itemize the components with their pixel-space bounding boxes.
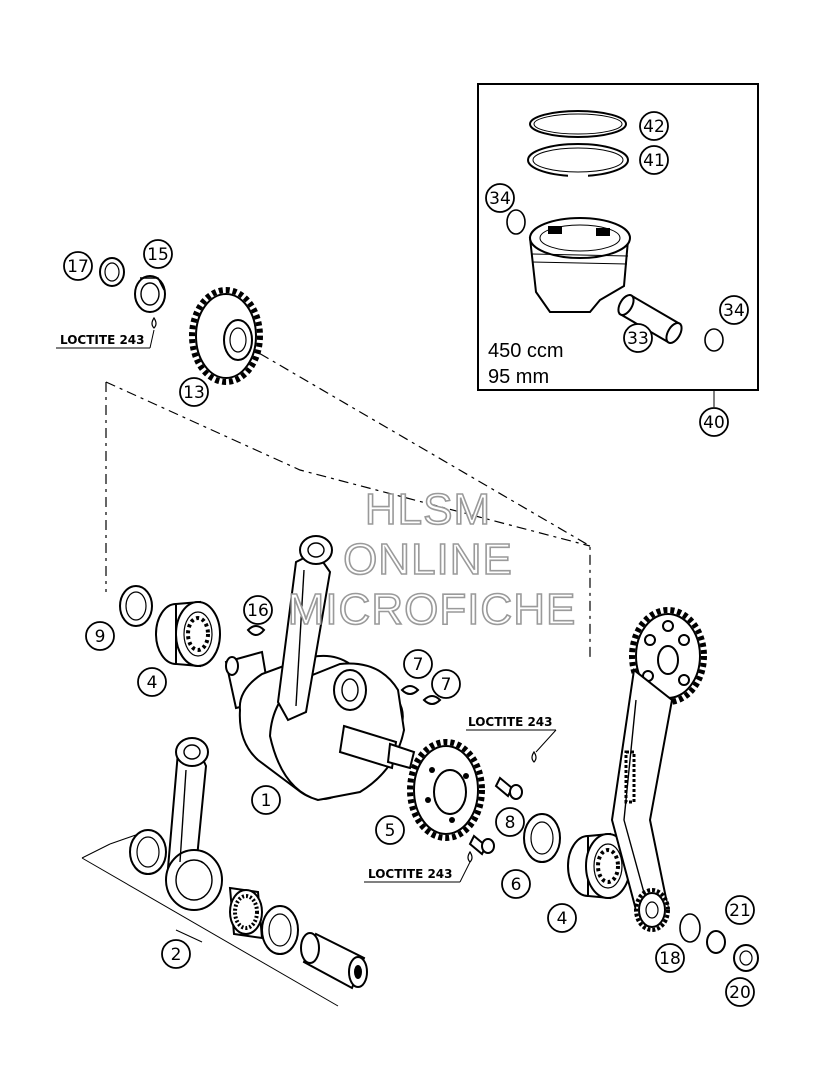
svg-text:33: 33 <box>627 329 649 349</box>
washer-21 <box>706 930 726 954</box>
callout-42: 42 <box>639 111 669 141</box>
piston-pin <box>617 294 683 344</box>
woodruff-key-7b <box>422 695 442 705</box>
svg-text:17: 17 <box>67 257 89 277</box>
piston-ring-42 <box>529 110 627 138</box>
svg-text:9: 9 <box>95 627 106 647</box>
callout-1: 1 <box>251 785 281 815</box>
callout-7-a: 7 <box>403 649 433 679</box>
thrust-washer-right <box>261 905 299 955</box>
svg-text:7: 7 <box>413 655 424 675</box>
woodruff-key-16 <box>246 625 266 636</box>
loctite-drop-right <box>531 750 537 763</box>
svg-text:1: 1 <box>261 791 272 811</box>
svg-text:41: 41 <box>643 151 665 171</box>
piston-kit-box: 450 ccm 95 mm <box>477 83 759 407</box>
watermark-line-3: MICROFICHE <box>288 585 577 634</box>
callout-40: 40 <box>699 407 729 437</box>
conrod-kit-outline <box>81 829 339 1007</box>
callout-5: 5 <box>375 815 405 845</box>
callout-13: 13 <box>179 377 209 407</box>
assembly-guide-lines <box>105 341 591 660</box>
watermark: HLSM ONLINE MICROFICHE <box>287 484 577 635</box>
crankshaft <box>224 535 416 802</box>
callout-34-right: 34 <box>719 295 749 325</box>
nut-20 <box>733 944 759 972</box>
shaft-seal-17 <box>99 257 125 287</box>
callout-2: 2 <box>161 939 191 969</box>
callout-34-left: 34 <box>485 183 515 213</box>
shim-9 <box>119 585 153 627</box>
watermark-line-1: HLSM <box>365 485 491 534</box>
callout-15: 15 <box>143 239 173 269</box>
svg-text:6: 6 <box>511 875 522 895</box>
svg-text:4: 4 <box>147 673 158 693</box>
thrust-washer-left <box>129 829 167 875</box>
svg-text:16: 16 <box>247 601 269 621</box>
crank-pin <box>300 932 368 990</box>
callout-21: 21 <box>725 895 755 925</box>
needle-bearing <box>228 886 264 940</box>
piston-ring-41 <box>527 143 629 177</box>
callout-16: 16 <box>243 595 273 625</box>
svg-text:8: 8 <box>505 813 516 833</box>
svg-text:15: 15 <box>147 245 169 265</box>
bore-spec: 95 mm <box>488 366 549 388</box>
connecting-rod <box>165 737 223 911</box>
callout-17: 17 <box>63 251 93 281</box>
svg-text:7: 7 <box>441 675 452 695</box>
circlip-left <box>506 209 526 235</box>
gear-13 <box>189 287 263 385</box>
svg-text:42: 42 <box>643 117 665 137</box>
callout-18: 18 <box>655 943 685 973</box>
crank-sprocket <box>634 888 670 932</box>
circlip-right <box>704 328 724 352</box>
svg-text:2: 2 <box>171 945 182 965</box>
callout-6: 6 <box>501 869 531 899</box>
callout-8: 8 <box>495 807 525 837</box>
svg-text:13: 13 <box>183 383 205 403</box>
shim-6 <box>523 813 561 863</box>
loctite-label-top-left: LOCTITE 243 <box>60 333 145 347</box>
displacement-spec: 450 ccm <box>488 340 564 362</box>
callout-4-right: 4 <box>547 903 577 933</box>
bearing-4-left <box>155 600 221 668</box>
callout-41: 41 <box>639 145 669 175</box>
nut-15 <box>134 275 166 313</box>
svg-text:34: 34 <box>723 301 745 321</box>
circlip-18 <box>679 913 701 943</box>
callout-9: 9 <box>85 621 115 651</box>
callouts: 42 41 34 34 33 40 17 15 13 16 9 4 7 7 1 … <box>63 111 755 1007</box>
svg-text:40: 40 <box>703 413 725 433</box>
svg-text:5: 5 <box>385 821 396 841</box>
callout-7-b: 7 <box>431 669 461 699</box>
loctite-label-right: LOCTITE 243 <box>468 715 553 729</box>
callout-33: 33 <box>623 323 653 353</box>
gear-5 <box>407 739 485 841</box>
watermark-line-2: ONLINE <box>343 535 513 584</box>
callout-20: 20 <box>725 977 755 1007</box>
svg-text:4: 4 <box>557 909 568 929</box>
loctite-label-bottom: LOCTITE 243 <box>368 867 453 881</box>
svg-text:20: 20 <box>729 983 751 1003</box>
svg-text:21: 21 <box>729 901 751 921</box>
piston <box>528 217 631 313</box>
svg-text:34: 34 <box>489 189 511 209</box>
loctite-drop-bottom <box>467 850 473 863</box>
bolt-8-lower <box>468 834 495 856</box>
woodruff-key-7a <box>400 685 420 695</box>
bolt-8-upper <box>494 776 523 800</box>
loctite-drop-top-left <box>151 316 157 329</box>
svg-text:18: 18 <box>659 949 681 969</box>
callout-4-left: 4 <box>137 667 167 697</box>
